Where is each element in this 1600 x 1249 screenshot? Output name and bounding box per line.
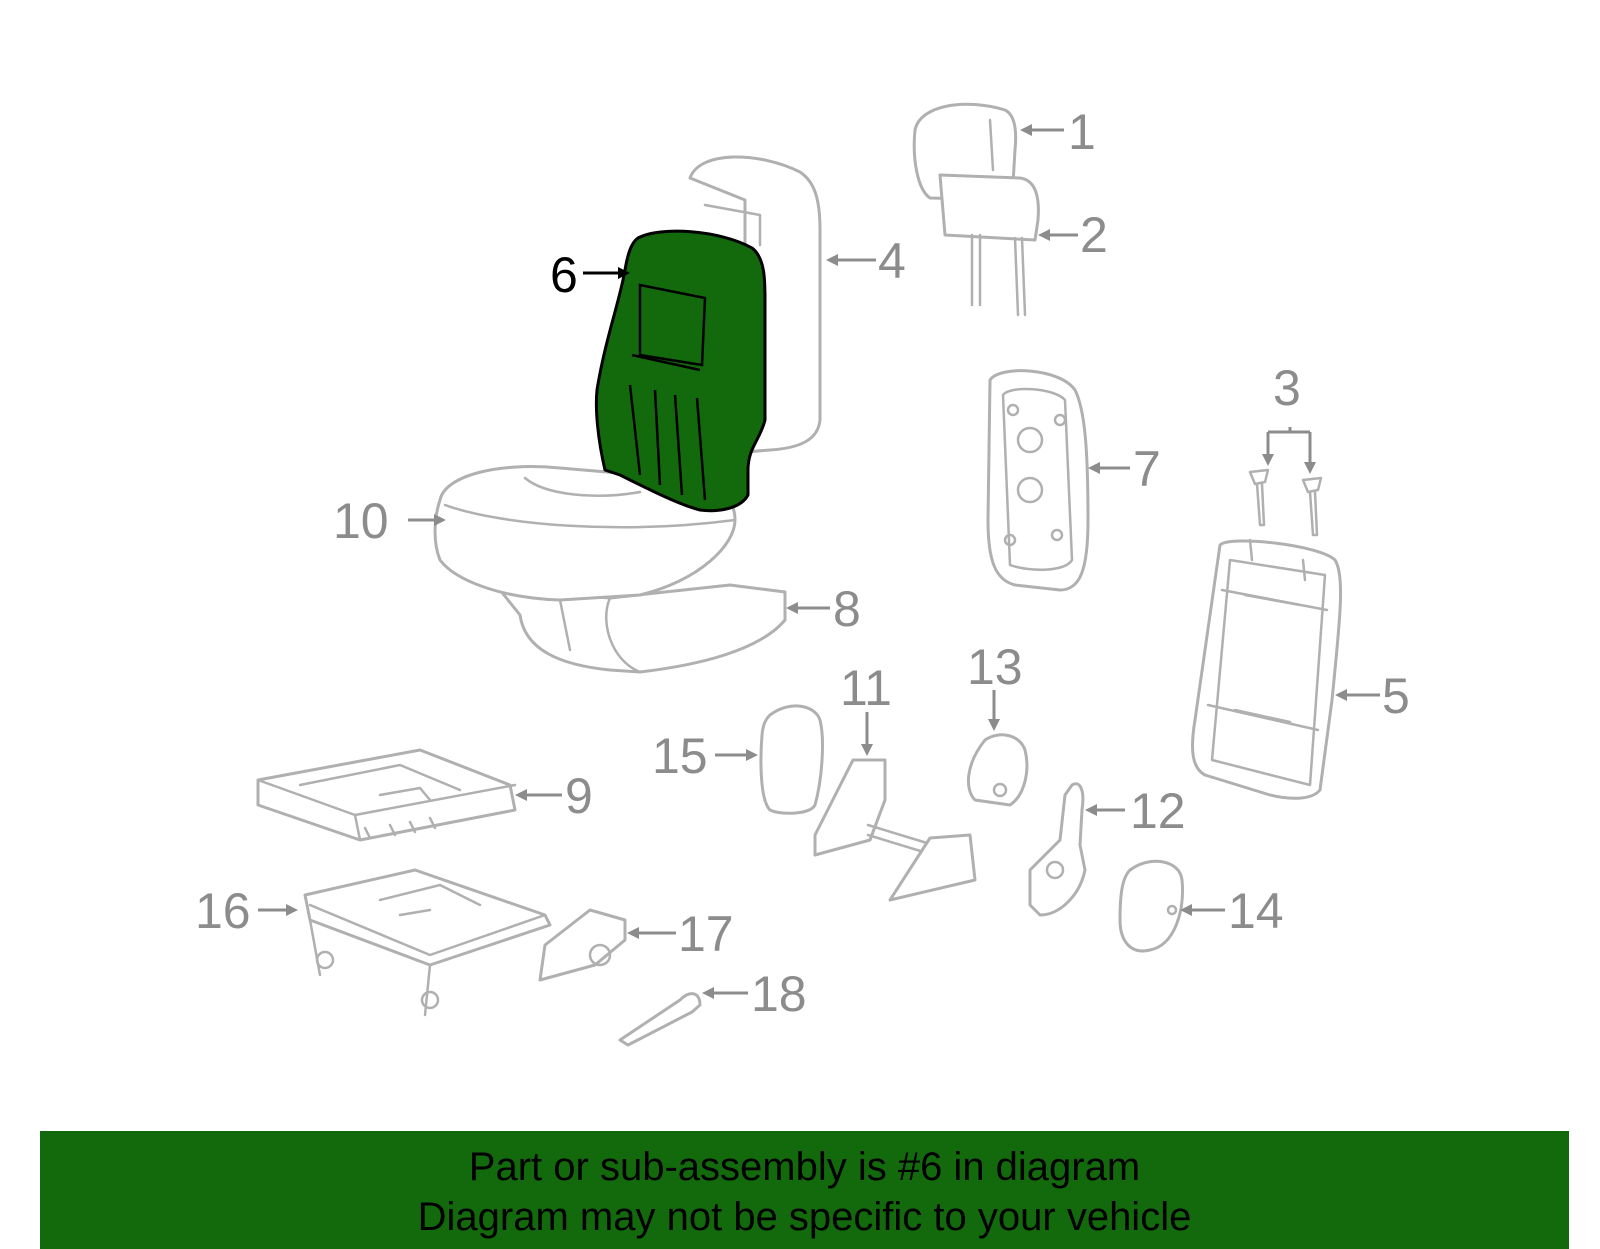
part-15-shield[interactable] [759,704,824,815]
callout-11: 11 [840,660,892,716]
callout-3: 3 [1273,360,1301,416]
part-8-cushion-base[interactable] [498,583,787,674]
callout-1: 1 [1068,104,1096,160]
callout-6: 6 [550,247,578,303]
callout-17: 17 [678,906,734,962]
callout-7: 7 [1133,441,1161,497]
leader-arrows [258,124,1380,999]
callout-2: 2 [1080,207,1108,263]
part-12-hinge-bracket[interactable] [1028,782,1087,917]
callout-16: 16 [195,883,251,939]
callout-13: 13 [967,639,1023,695]
part-13-side-cover[interactable] [966,733,1029,807]
callout-8: 8 [833,581,861,637]
part-5-seat-back-frame[interactable] [1191,538,1343,800]
banner-line-1: Part or sub-assembly is #6 in diagram [468,1145,1141,1189]
part-3-bolts[interactable] [1248,468,1323,537]
callout-18: 18 [751,966,807,1022]
callout-15: 15 [652,728,708,784]
part-9-cushion-pan[interactable] [256,748,517,842]
part-18-adjuster-handle[interactable] [618,992,702,1047]
callout-4: 4 [878,233,906,289]
banner-line-2: Diagram may not be specific to your vehi… [417,1195,1192,1239]
callout-5: 5 [1382,668,1410,724]
callout-14: 14 [1228,883,1284,939]
part-14-trim-cap[interactable] [1118,859,1185,953]
part-16-seat-track[interactable] [303,868,552,1017]
part-10-seat-cushion[interactable] [433,465,737,602]
part-6-seat-back-cover[interactable] [594,229,767,513]
callout-10: 10 [333,493,389,549]
callout-labels: 1 2 3 4 5 6 7 8 9 10 11 12 13 14 15 16 1… [195,104,1410,1022]
callout-9: 9 [565,768,593,824]
part-17-track-cover[interactable] [538,908,627,982]
part-11-recliner-bracket[interactable] [813,758,977,902]
part-7-recliner-cover[interactable] [986,369,1090,592]
info-banner: Part or sub-assembly is #6 in diagram Di… [40,1131,1569,1249]
callout-12: 12 [1130,783,1186,839]
part-2-headrest-guide[interactable] [938,173,1040,317]
